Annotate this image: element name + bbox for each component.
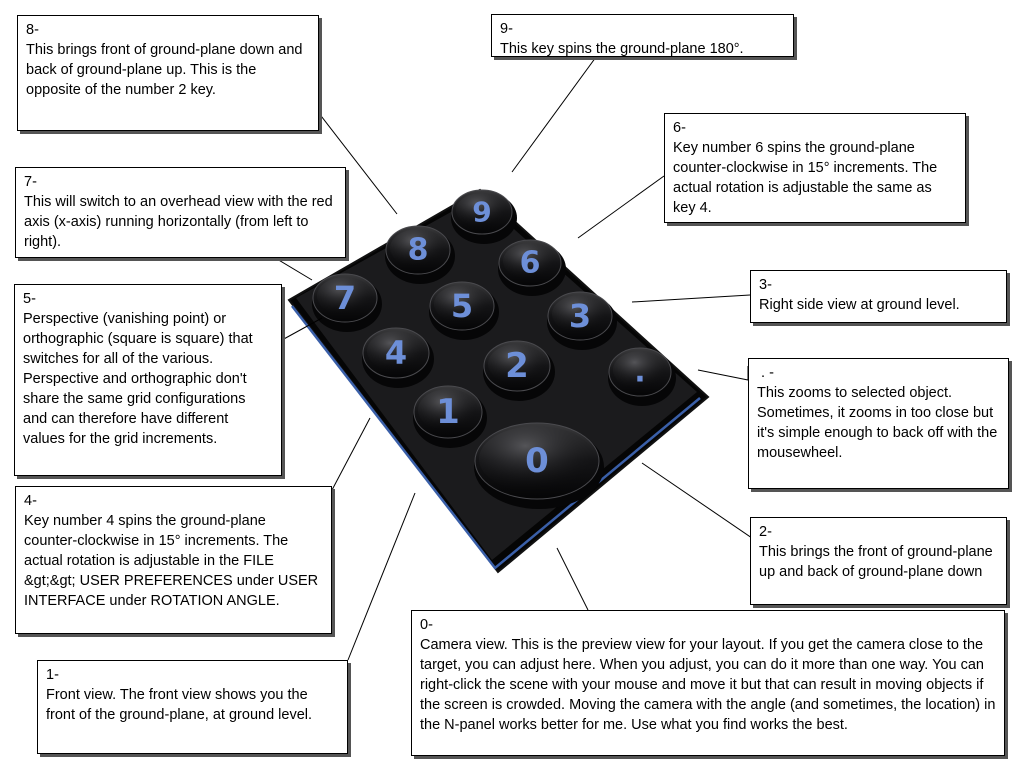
key-label: 3 — [569, 297, 591, 335]
key-label: 6 — [520, 246, 541, 281]
keypad-key-1: 1 — [413, 385, 487, 448]
keypad-key-7: 7 — [312, 273, 382, 332]
callout-text: This zooms to selected object. Sometimes… — [757, 385, 1002, 461]
key-label: 0 — [525, 441, 549, 481]
callout-title: 9- — [500, 21, 513, 37]
callout-text: Key number 4 spins the ground-plane coun… — [24, 513, 323, 609]
key-label: 8 — [408, 233, 429, 268]
callout-text: Perspective (vanishing point) or orthogr… — [23, 311, 257, 447]
callout-text: This brings the front of ground-plane up… — [759, 544, 997, 580]
callout-text: This will switch to an overhead view wit… — [24, 194, 337, 250]
keypad-key-8: 8 — [385, 225, 455, 284]
keypad-key-0: 0 — [474, 422, 604, 509]
key-label: 1 — [436, 392, 460, 432]
keypad-key-3: 3 — [547, 291, 617, 350]
key-highlight — [456, 193, 508, 227]
key-label: . — [634, 355, 645, 390]
keypad-key-dot: . — [608, 347, 676, 406]
key-highlight — [434, 285, 490, 323]
callout-key-8: 8- This brings front of ground-plane dow… — [17, 15, 319, 131]
key-highlight — [390, 229, 446, 267]
keypad-key-9: 9 — [451, 189, 517, 244]
callout-text: Key number 6 spins the ground-plane coun… — [673, 140, 942, 216]
key-highlight — [503, 243, 557, 279]
key-label: 5 — [451, 287, 473, 325]
key-highlight — [479, 426, 595, 492]
callout-text: This key spins the ground-plane 180°. — [500, 41, 744, 57]
callout-key-5: 5- Perspective (vanishing point) or orth… — [14, 284, 282, 476]
keypad-key-6: 6 — [498, 239, 566, 296]
keypad-blue-edge — [291, 305, 701, 570]
callout-key-1: 1- Front view. The front view shows you … — [37, 660, 348, 754]
keypad-key-5: 5 — [429, 281, 499, 340]
callout-title: 1- — [46, 667, 59, 683]
callout-key-4: 4- Key number 4 spins the ground-plane c… — [15, 486, 332, 634]
callout-title: 7- — [24, 174, 37, 190]
key-label: 7 — [334, 279, 356, 317]
callout-title: 0- — [420, 617, 433, 633]
callout-title: 6- — [673, 120, 686, 136]
keypad-key-4: 4 — [362, 327, 434, 388]
key-label: 2 — [505, 346, 529, 386]
key-highlight — [418, 389, 478, 431]
key-highlight — [488, 344, 546, 384]
key-highlight — [552, 295, 608, 333]
callout-title: 5- — [23, 291, 36, 307]
callout-key-3: 3- Right side view at ground level. — [750, 270, 1007, 323]
callout-text: Front view. The front view shows you the… — [46, 687, 313, 723]
key-highlight — [317, 277, 373, 315]
callout-text: This brings front of ground-plane down a… — [26, 42, 307, 98]
callout-title: 8- — [26, 22, 39, 38]
keypad-key-2: 2 — [483, 340, 555, 401]
callout-key-9: 9- This key spins the ground-plane 180°. — [491, 14, 794, 57]
callout-key-7: 7- This will switch to an overhead view … — [15, 167, 346, 258]
callout-title: 2- — [759, 524, 772, 540]
callout-key-0: 0- Camera view. This is the preview view… — [411, 610, 1005, 756]
callout-text: Right side view at ground level. — [759, 297, 960, 313]
callout-title: 4- — [24, 493, 37, 509]
callout-text: Camera view. This is the preview view fo… — [420, 637, 1000, 733]
callout-title: . - — [757, 365, 774, 381]
callout-key-2: 2- This brings the front of ground-plane… — [750, 517, 1007, 605]
callout-title: 3- — [759, 277, 772, 293]
callout-key-dot: . - This zooms to selected object. Somet… — [748, 358, 1009, 489]
key-label: 4 — [385, 334, 407, 372]
key-highlight — [613, 351, 667, 389]
callout-key-6: 6- Key number 6 spins the ground-plane c… — [664, 113, 966, 223]
key-highlight — [367, 331, 425, 371]
key-label: 9 — [472, 196, 491, 229]
